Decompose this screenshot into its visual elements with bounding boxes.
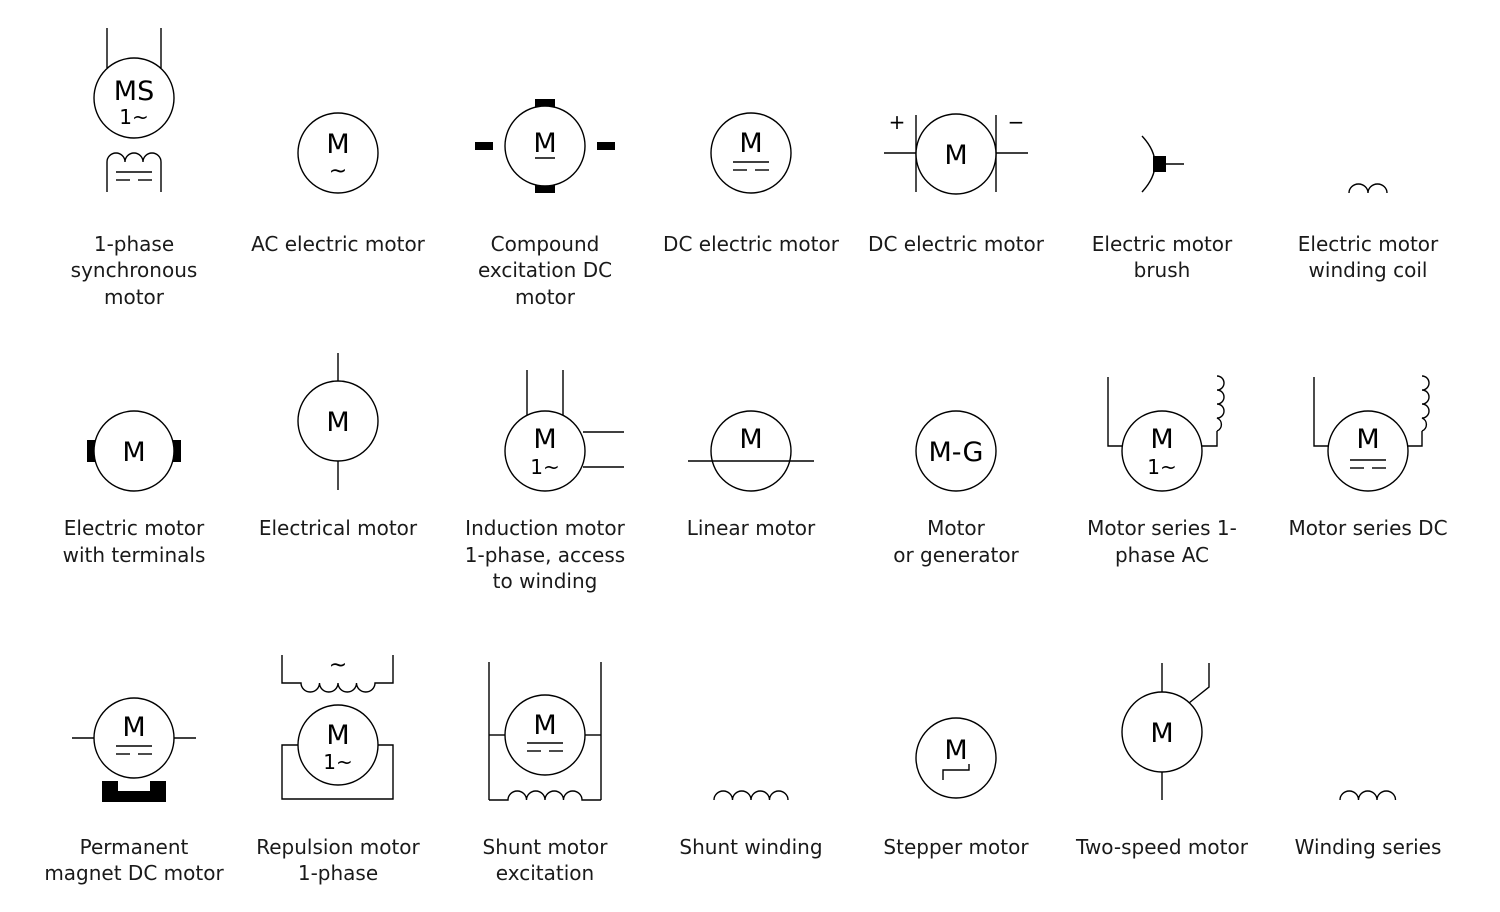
label-line: magnet DC motor xyxy=(44,861,224,885)
winding-coil-icon xyxy=(1421,375,1430,432)
label-line: Motor series 1- xyxy=(1087,516,1237,540)
label-line: DC electric motor xyxy=(868,232,1045,256)
glyph-text: M xyxy=(326,407,349,438)
label-line: phase AC xyxy=(1115,543,1209,567)
label-line: Stepper motor xyxy=(883,835,1029,859)
symbol-shunt-motor-excitation: M Shunt motor excitation xyxy=(483,662,609,885)
glyph-text: M xyxy=(1356,424,1379,455)
label-line: Winding series xyxy=(1295,835,1442,859)
label-line: 1-phase xyxy=(298,861,378,885)
label-line: DC electric motor xyxy=(663,232,840,256)
symbol-linear-motor: M Linear motor xyxy=(687,410,816,540)
label-line: brush xyxy=(1134,258,1191,282)
label-line: Repulsion motor xyxy=(256,835,420,859)
symbol-electric-motor-brush: Electric motor brush xyxy=(1092,135,1233,282)
plus-sign: + xyxy=(889,110,906,134)
symbol-motor-series-dc: M Motor series DC xyxy=(1288,375,1448,540)
label-line: Shunt winding xyxy=(679,835,822,859)
label-line: Shunt motor xyxy=(483,835,609,859)
label-line: motor xyxy=(104,285,165,309)
label-line: excitation xyxy=(496,861,594,885)
winding-coil-icon xyxy=(1348,183,1388,194)
step-icon xyxy=(942,764,970,780)
symbol-motor-or-generator: M-G Motor or generator xyxy=(893,410,1020,567)
symbol-motor-series-1-phase-ac: M 1~ Motor series 1- phase AC xyxy=(1087,375,1237,567)
label-line: with terminals xyxy=(63,543,206,567)
label-line: synchronous xyxy=(71,258,198,282)
symbol-stepper-motor: M Stepper motor xyxy=(883,717,1029,859)
winding-coil-icon xyxy=(1216,375,1225,432)
sub-text: 1~ xyxy=(1147,455,1176,479)
glyph-text: M xyxy=(326,720,349,751)
label-line: winding coil xyxy=(1309,258,1428,282)
label-line: Permanent xyxy=(80,835,189,859)
magnet-icon xyxy=(102,781,166,802)
glyph-text: M xyxy=(122,712,145,743)
sub-text: 1~ xyxy=(323,750,352,774)
label-line: Induction motor xyxy=(465,516,625,540)
winding-coil-icon xyxy=(1339,790,1397,801)
label-line: Motor series DC xyxy=(1288,516,1447,540)
glyph-text: M xyxy=(533,128,556,159)
sub-text: 1~ xyxy=(119,105,148,129)
label-line: AC electric motor xyxy=(251,232,426,256)
sub-text: 1~ xyxy=(530,455,559,479)
symbol-dc-electric-motor-2: M + − DC electric motor xyxy=(868,110,1045,256)
winding-coil-icon xyxy=(281,655,394,693)
glyph-text: M xyxy=(326,129,349,160)
glyph-text: M xyxy=(122,437,145,468)
glyph-text: M xyxy=(739,424,762,455)
label-line: Two-speed motor xyxy=(1075,835,1249,859)
symbol-1-phase-synchronous-motor: MS 1~ 1-phase synchronous motor xyxy=(71,28,198,309)
label-line: 1-phase, access xyxy=(465,543,625,567)
winding-coil-icon xyxy=(713,790,789,801)
glyph-text: M xyxy=(1150,424,1173,455)
label-line: Electric motor xyxy=(1092,232,1233,256)
sub-text: ~ xyxy=(329,159,347,184)
symbol-electrical-motor: M Electrical motor xyxy=(259,353,418,540)
symbol-repulsion-motor-1-phase: ~ M 1~ Repulsion motor 1-phase xyxy=(256,653,420,885)
winding-coil-icon xyxy=(106,152,162,192)
label-line: Electric motor xyxy=(1298,232,1439,256)
symbol-electric-motor-with-terminals: M Electric motor with terminals xyxy=(63,410,206,567)
label-line: Motor xyxy=(927,516,986,540)
label-line: or generator xyxy=(893,543,1019,567)
glyph-text: M xyxy=(944,140,967,171)
symbol-permanent-magnet-dc-motor: M Permanent magnet DC motor xyxy=(44,697,224,885)
glyph-text: M-G xyxy=(929,437,984,468)
symbol-shunt-winding: Shunt winding xyxy=(679,790,823,859)
symbol-compound-excitation-dc-motor: M Compound excitation DC motor xyxy=(475,99,615,309)
symbol-dc-electric-motor-1: M DC electric motor xyxy=(663,112,840,256)
glyph-text: M xyxy=(533,424,556,455)
symbol-winding-series: Winding series xyxy=(1295,790,1442,859)
symbol-ac-electric-motor: M ~ AC electric motor xyxy=(251,112,426,256)
label-line: 1-phase xyxy=(94,232,174,256)
glyph-text: M xyxy=(944,735,967,766)
glyph-text: M xyxy=(1150,718,1173,749)
label-line: Electrical motor xyxy=(259,516,418,540)
label-line: motor xyxy=(515,285,576,309)
label-line: Electric motor xyxy=(64,516,205,540)
minus-sign: − xyxy=(1008,110,1025,134)
label-line: excitation DC xyxy=(478,258,612,282)
winding-coil-icon xyxy=(489,790,601,801)
glyph-text: M xyxy=(739,128,762,159)
glyph-text: MS xyxy=(114,76,154,107)
label-line: to winding xyxy=(493,569,598,593)
label-line: Linear motor xyxy=(687,516,816,540)
label-line: Compound xyxy=(491,232,600,256)
symbol-induction-motor-1-phase: M 1~ Induction motor 1-phase, access to … xyxy=(465,370,626,593)
symbol-electric-motor-winding-coil: Electric motor winding coil xyxy=(1298,183,1439,282)
glyph-text: M xyxy=(533,710,556,741)
symbol-two-speed-motor: M Two-speed motor xyxy=(1075,663,1249,859)
top-tilde: ~ xyxy=(329,653,347,678)
